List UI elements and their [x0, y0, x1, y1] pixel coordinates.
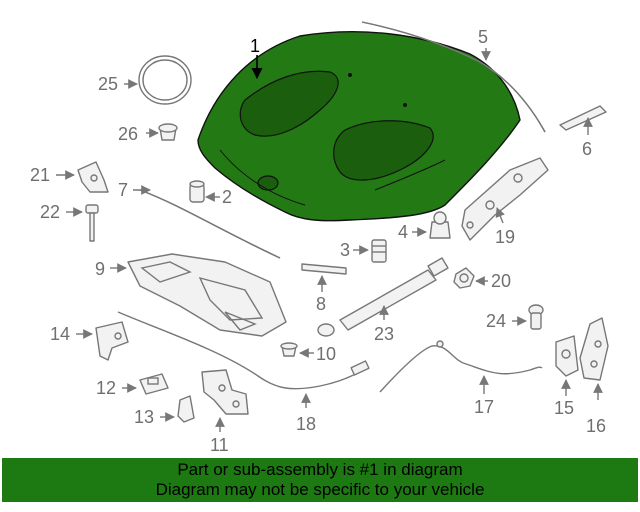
clip-part-13 — [177, 395, 195, 423]
release-cable-part-18 — [117, 311, 370, 390]
callout-1: 1 — [250, 36, 260, 56]
hinge-plate-part-16 — [579, 317, 609, 381]
callout-25: 25 — [98, 74, 118, 94]
hinge-part-19 — [461, 157, 549, 241]
callout-22: 22 — [40, 202, 60, 222]
clip-part-10 — [280, 342, 298, 357]
callout-23: 23 — [374, 324, 394, 344]
bolt-part-24 — [528, 304, 544, 330]
latch-bracket-part-14 — [95, 321, 129, 361]
cable-part-17 — [379, 340, 543, 393]
callout-11: 11 — [210, 435, 229, 455]
callout-20: 20 — [491, 271, 511, 291]
callout-21: 21 — [30, 165, 50, 185]
nut-part-20 — [453, 267, 475, 289]
bolt-part-22 — [85, 204, 99, 242]
callout-13: 13 — [134, 407, 154, 427]
callout-3: 3 — [340, 240, 350, 260]
callout-10: 10 — [316, 344, 336, 364]
banner-line-1: Part or sub-assembly is #1 in diagram — [177, 460, 463, 479]
banner-line-2: Diagram may not be specific to your vehi… — [155, 480, 485, 499]
callout-19: 19 — [495, 227, 515, 247]
latch-part-12 — [139, 373, 169, 395]
callout-2: 2 — [222, 187, 232, 207]
callout-arrow-19 — [495, 207, 505, 224]
buffer-part-3 — [371, 239, 387, 263]
callout-5: 5 — [478, 27, 488, 47]
callout-12: 12 — [96, 378, 116, 398]
callout-6: 6 — [582, 139, 592, 159]
bracket-part-21 — [77, 161, 109, 193]
info-banner: Part or sub-assembly is #1 in diagram Di… — [2, 458, 638, 502]
callout-18: 18 — [296, 414, 316, 434]
callout-16: 16 — [586, 416, 606, 436]
callout-9: 9 — [95, 259, 105, 279]
hood-part-1[interactable] — [197, 30, 521, 222]
bracket-part-15 — [555, 335, 579, 377]
gas-strut-part-23 — [317, 257, 449, 337]
callout-7: 7 — [118, 180, 128, 200]
callout-26: 26 — [118, 124, 138, 144]
callout-17: 17 — [474, 397, 494, 417]
callout-14: 14 — [50, 324, 70, 344]
parts-diagram: 1 25 26 21 22 7 2 9 — [30, 21, 609, 455]
clip-part-4 — [429, 211, 451, 239]
seal-ring-part-25 — [138, 55, 192, 105]
hood-lock-part-11 — [201, 369, 249, 415]
strip-part-6 — [559, 105, 607, 131]
callout-4: 4 — [398, 222, 408, 242]
bumper-part-2 — [189, 180, 205, 203]
strip-part-8 — [301, 263, 347, 275]
callout-15: 15 — [554, 398, 574, 418]
callout-24: 24 — [486, 311, 506, 331]
insulator-part-9 — [127, 253, 287, 337]
callout-8: 8 — [316, 294, 326, 314]
grommet-part-26 — [158, 123, 178, 141]
